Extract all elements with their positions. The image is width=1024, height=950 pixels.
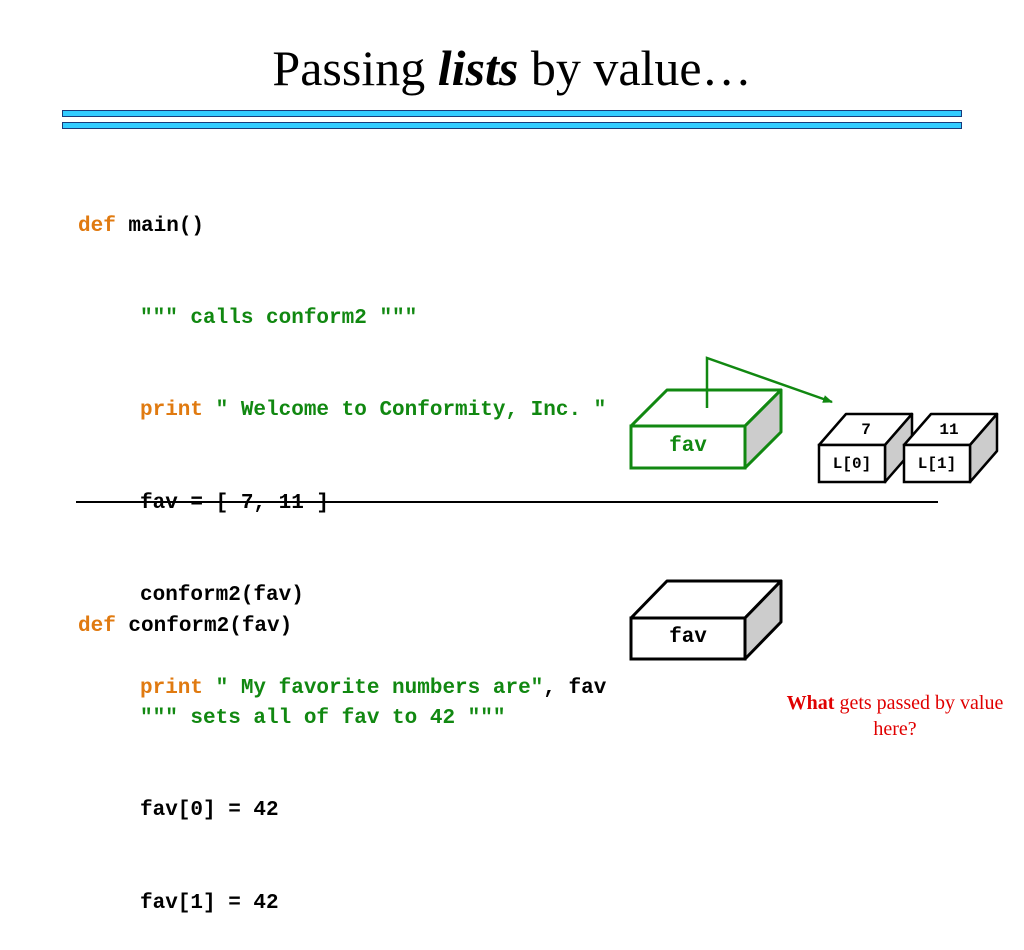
- def-keyword-2: def: [78, 614, 116, 638]
- code-line-docstring: """ calls conform2 """: [78, 304, 606, 335]
- note-bold: What: [786, 692, 835, 714]
- code-line-docstring-2: """ sets all of fav to 42 """: [78, 704, 505, 735]
- favorites-string: " My favorite numbers are": [203, 676, 544, 700]
- print-keyword-2: print: [140, 676, 204, 700]
- code-line-fav1: fav[1] = 42: [78, 889, 505, 920]
- welcome-string: " Welcome to Conformity, Inc. ": [203, 399, 607, 423]
- fav-main-label: fav: [669, 435, 707, 458]
- code-line-def-main: def main(): [78, 212, 606, 243]
- list-index-0: L[0]: [832, 455, 872, 473]
- question-note: What gets passed by value here?: [775, 690, 1015, 742]
- memory-diagram: [629, 356, 999, 661]
- list-index-1: L[1]: [917, 455, 957, 473]
- code-line-fav0: fav[0] = 42: [78, 796, 505, 827]
- code-line-print-welcome: print " Welcome to Conformity, Inc. ": [78, 396, 606, 427]
- conform2-docstring: """ sets all of fav to 42 """: [140, 706, 506, 730]
- list-cell-1: [902, 412, 999, 484]
- note-rest: gets passed by value here?: [834, 692, 1004, 740]
- title-prefix: Passing: [272, 40, 438, 96]
- code-line-def-conform2: def conform2(fav): [78, 612, 505, 643]
- main-docstring: """ calls conform2 """: [140, 306, 418, 330]
- fav-conform2-label: fav: [669, 626, 707, 649]
- def-keyword: def: [78, 214, 116, 238]
- fav0-assignment: fav[0] = 42: [140, 799, 279, 823]
- code-line-call: conform2(fav): [78, 581, 606, 612]
- title-rule-bottom: [62, 122, 962, 129]
- reference-arrow: [705, 356, 833, 408]
- code-line-print-favorites: print " My favorite numbers are", fav: [78, 674, 606, 705]
- conform2-signature: conform2(fav): [115, 614, 293, 638]
- code-line-assign: fav = [ 7, 11 ]: [78, 489, 606, 520]
- fav-box-main: [629, 388, 783, 470]
- list-value-0: 7: [861, 421, 871, 439]
- title-emphasis: lists: [437, 40, 519, 96]
- favorites-rest: , fav: [543, 676, 607, 700]
- print-keyword: print: [140, 399, 204, 423]
- title-rule-top: [62, 110, 962, 117]
- fav1-assignment: fav[1] = 42: [140, 891, 279, 915]
- list-cell-0: [817, 412, 914, 484]
- title-suffix: by value…: [518, 40, 752, 96]
- conform2-call: conform2(fav): [140, 584, 304, 608]
- fav-box-conform2: [629, 579, 783, 661]
- fav-assignment: fav = [ 7, 11 ]: [140, 491, 330, 515]
- main-signature: main(): [115, 214, 205, 238]
- slide-title: Passing lists by value…: [0, 30, 1024, 106]
- list-value-1: 11: [939, 421, 959, 439]
- main-function-code: def main() """ calls conform2 """ print …: [78, 150, 606, 735]
- section-divider: [76, 501, 938, 503]
